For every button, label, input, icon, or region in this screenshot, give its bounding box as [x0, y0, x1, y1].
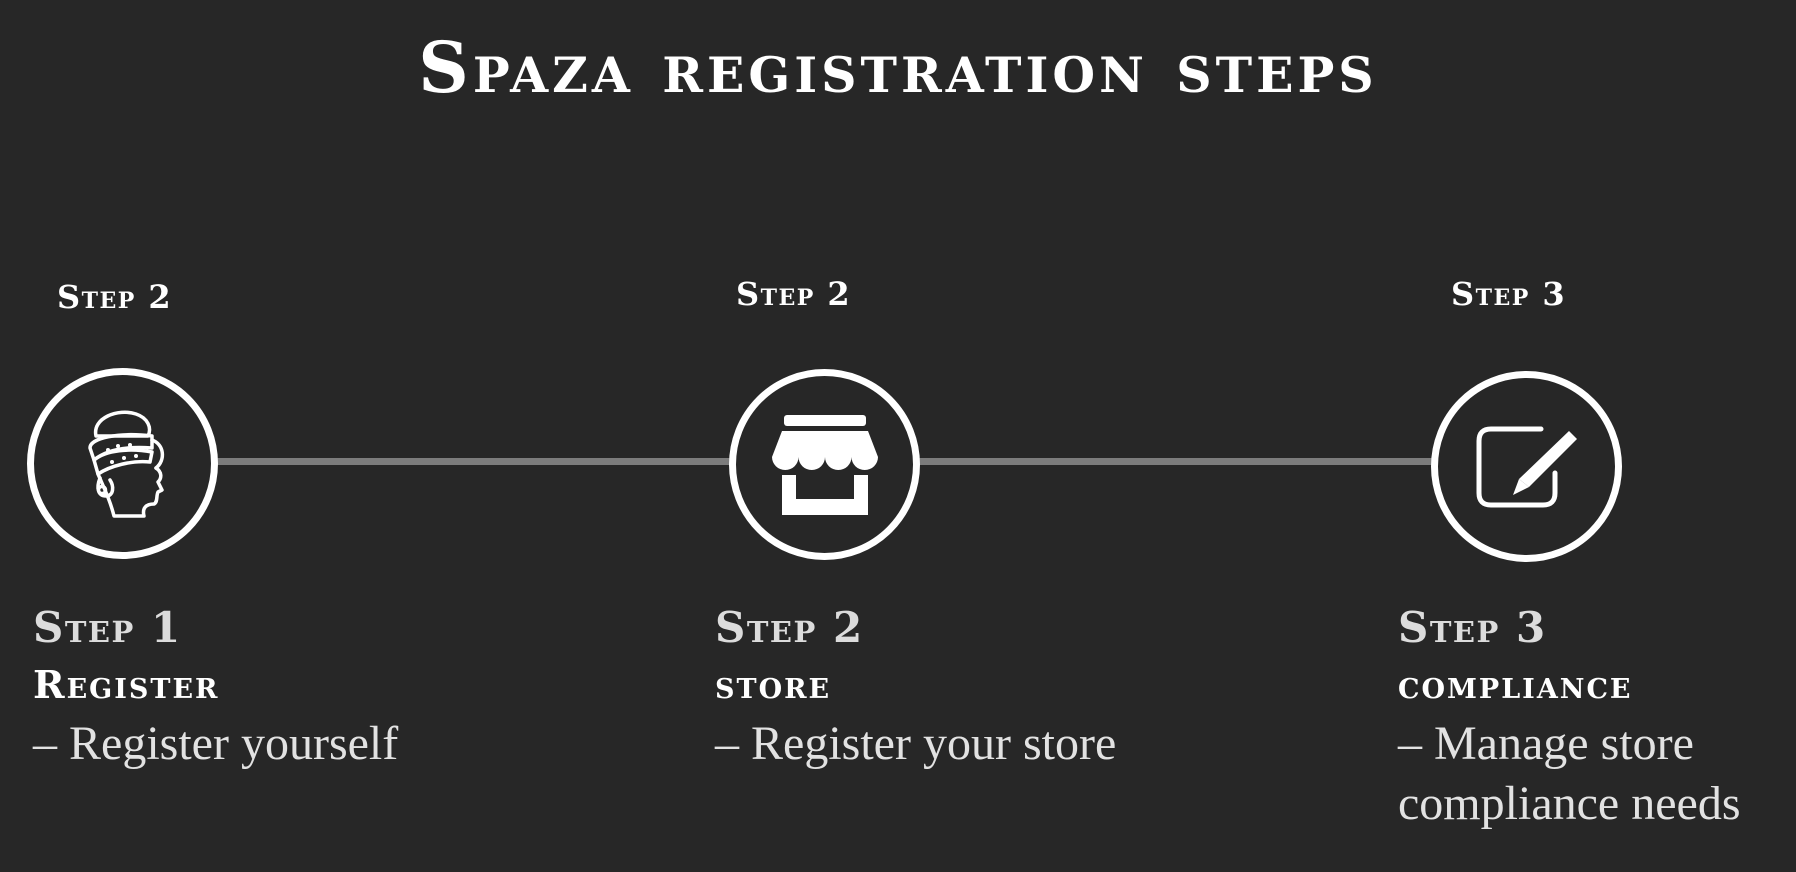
step-1-name: Register — [33, 662, 220, 707]
step-2-heading: Step 2 — [715, 603, 864, 652]
step-3-top-label: Step 3 — [1451, 275, 1567, 313]
step-2-description: – Register your store — [715, 717, 1117, 770]
step-2-text-block: Step 2 store – Register your store — [715, 600, 1275, 774]
step-1-top-label: Step 2 — [57, 278, 173, 316]
step-3-heading: Step 3 — [1398, 603, 1547, 652]
step-1-description: – Register yourself — [33, 717, 399, 770]
step-3-name: compliance — [1398, 662, 1633, 707]
edit-pencil-icon — [1476, 426, 1577, 507]
step-3-description: – Manage store compliance needs — [1398, 717, 1741, 830]
person-headwrap-icon — [87, 410, 164, 518]
step-2-name: store — [715, 662, 832, 707]
connector-line-1 — [214, 458, 734, 465]
storefront-icon — [771, 414, 878, 515]
step-1-icon-circle — [27, 368, 218, 559]
connector-line-2 — [916, 458, 1438, 465]
step-3-icon-circle — [1431, 371, 1622, 562]
step-1-heading: Step 1 — [33, 603, 182, 652]
step-2-top-label: Step 2 — [736, 275, 852, 313]
step-1-text-block: Step 1 Register – Register yourself — [33, 600, 593, 774]
page-title: Spaza registration steps — [418, 26, 1378, 109]
step-2-icon-circle — [729, 369, 920, 560]
step-3-text-block: Step 3 compliance – Manage store complia… — [1398, 600, 1778, 834]
